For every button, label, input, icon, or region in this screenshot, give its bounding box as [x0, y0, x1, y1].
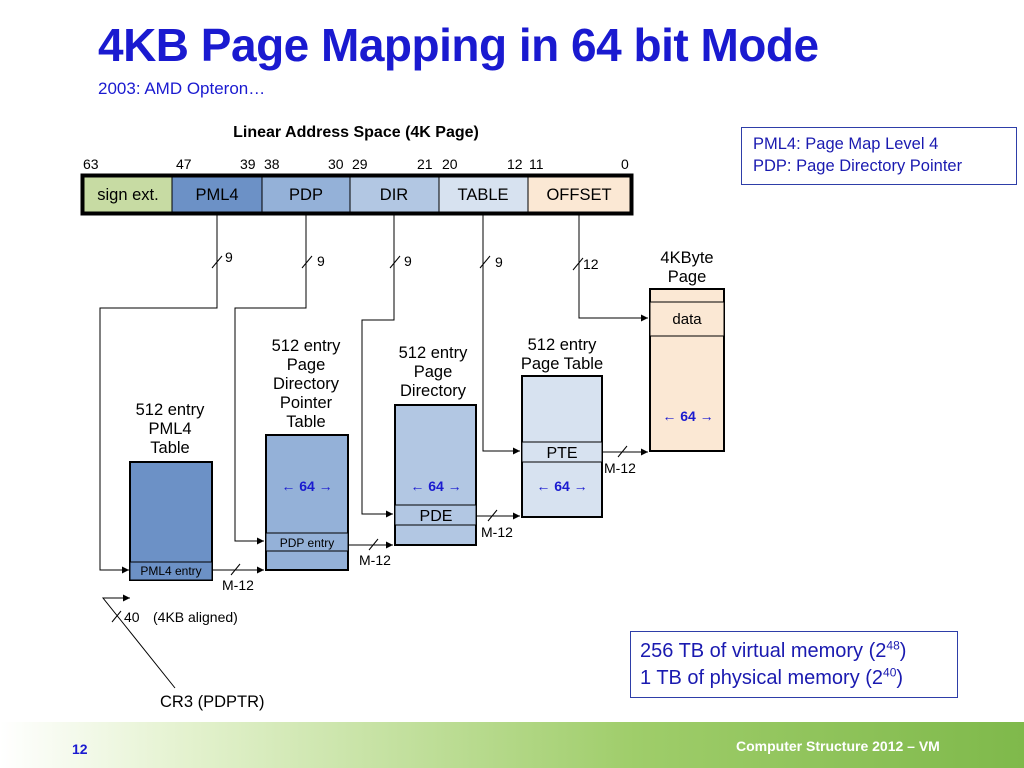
bit-label-47: 47 — [176, 156, 192, 172]
dir-index-width: 9 — [404, 253, 412, 269]
offset-width: 12 — [583, 256, 599, 272]
table-base-width: M-12 — [604, 460, 636, 476]
virtual-memory-line: 256 TB of virtual memory (248) — [640, 638, 907, 662]
pde-entry-width: ← 64 → — [410, 478, 461, 494]
offset-line — [578, 212, 648, 322]
pdp-entry-width: ← 64 → — [281, 478, 332, 494]
cr3-width: 40 — [124, 609, 140, 625]
bit-label-38: 38 — [264, 156, 280, 172]
legend-pml4: PML4: Page Map Level 4 — [753, 135, 939, 153]
abbreviation-legend: PML4: Page Map Level 4 PDP: Page Directo… — [741, 127, 1017, 185]
virtual-exponent: 48 — [886, 638, 900, 653]
slide-title: 4KB Page Mapping in 64 bit Mode — [98, 19, 819, 71]
pdp-field — [261, 176, 351, 213]
dir-index-line — [361, 212, 395, 518]
page-number: 12 — [72, 741, 88, 757]
legend-pdp: PDP: Page Directory Pointer — [753, 157, 963, 175]
bit-label-12: 12 — [507, 156, 523, 172]
pde-label: PDE — [420, 508, 453, 525]
address-fields: sign ext. PML4 PDP DIR TABLE OFFSET — [80, 173, 634, 216]
page-entry-width: ← 64 → — [662, 408, 713, 424]
pml4-base-width: M-12 — [222, 577, 254, 593]
physical-memory-line: 1 TB of physical memory (240) — [640, 665, 904, 689]
address-space-title: Linear Address Space (4K Page) — [233, 124, 479, 141]
pdp-index-width: 9 — [317, 253, 325, 269]
dir-label: DIR — [380, 186, 409, 204]
cr3-register — [101, 594, 176, 689]
bit-label-20: 20 — [442, 156, 458, 172]
bit-label-39: 39 — [240, 156, 256, 172]
pte-entry-width: ← 64 → — [536, 478, 587, 494]
sign-ext-field — [83, 176, 173, 213]
cr3-aligned-note: (4KB aligned) — [153, 609, 238, 625]
bit-label-0: 0 — [621, 156, 629, 172]
pte-label: PTE — [546, 445, 577, 462]
offset-field — [527, 176, 631, 213]
page-mapping-diagram: Linear Address Space (4K Page) 63 47 39 … — [80, 124, 725, 711]
memory-size-box: 256 TB of virtual memory (248) 1 TB of p… — [630, 631, 958, 698]
footer-bar — [0, 722, 1024, 768]
table-index-line — [482, 212, 520, 455]
pdp-entry-label: PDP entry — [280, 536, 334, 550]
bit-label-11: 11 — [529, 156, 544, 172]
bit-label-30: 30 — [328, 156, 344, 172]
data-label: data — [672, 311, 702, 328]
physical-exponent: 40 — [883, 665, 897, 680]
bit-label-21: 21 — [417, 156, 433, 172]
cr3-label: CR3 (PDPTR) — [160, 693, 265, 711]
pdp-base-width: M-12 — [359, 552, 391, 568]
pml4-field — [171, 176, 263, 213]
table-index-width: 9 — [495, 254, 503, 270]
pml4-index-width: 9 — [225, 249, 233, 265]
pml4-label: PML4 — [195, 186, 238, 204]
table-label: TABLE — [457, 186, 508, 204]
offset-label: OFFSET — [546, 186, 611, 204]
footer-course-title: Computer Structure 2012 – VM — [736, 738, 940, 754]
pdp-label: PDP — [289, 186, 323, 204]
pml4-entry-label: PML4 entry — [140, 564, 201, 578]
dir-base-width: M-12 — [481, 524, 513, 540]
pml4-index-line — [99, 212, 218, 574]
slide-subtitle: 2003: AMD Opteron… — [98, 79, 266, 98]
bit-label-63: 63 — [83, 156, 99, 172]
bit-labels: 63 47 39 38 30 29 21 20 12 11 0 — [83, 156, 629, 172]
bit-label-29: 29 — [352, 156, 368, 172]
sign-ext-label: sign ext. — [97, 186, 158, 204]
pdp-index-line — [234, 212, 307, 545]
